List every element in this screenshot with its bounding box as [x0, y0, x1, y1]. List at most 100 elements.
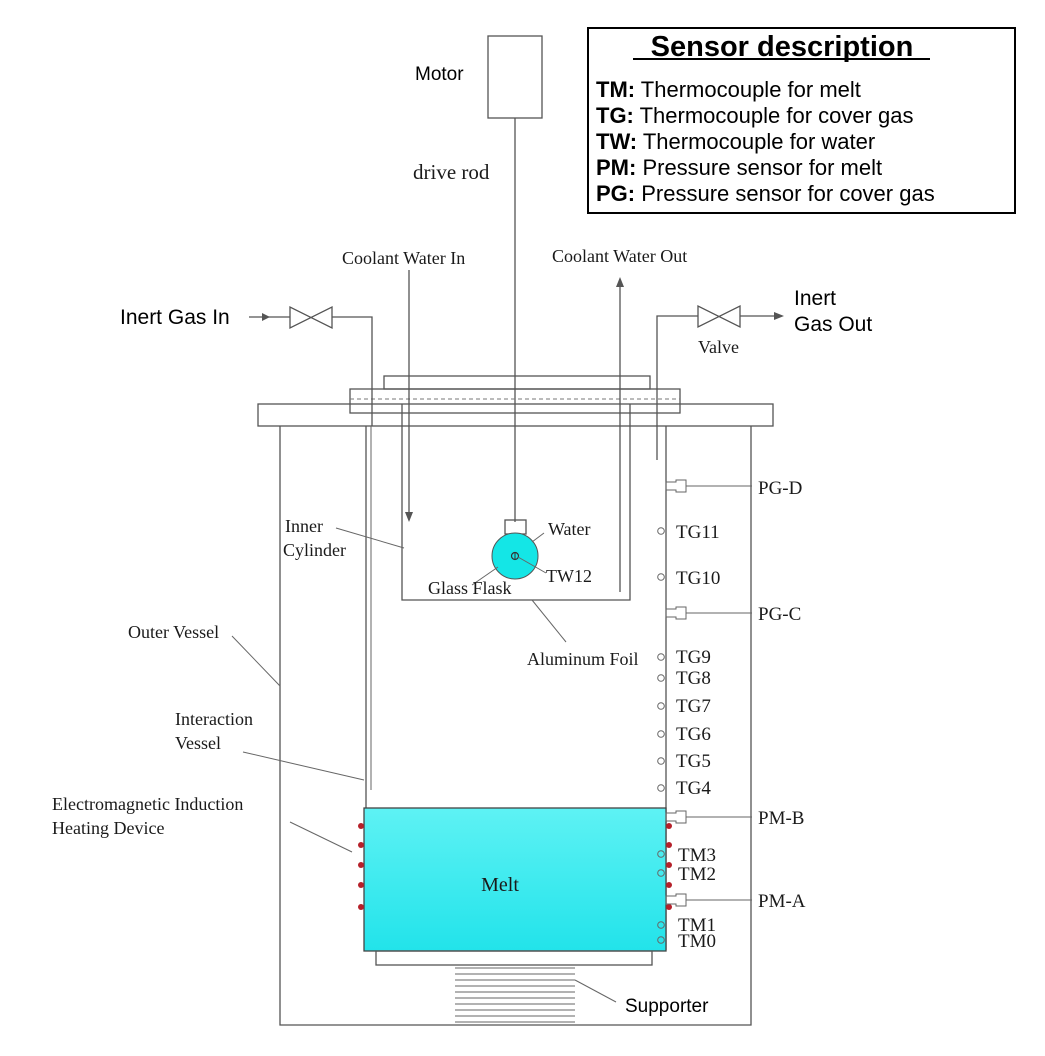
- inner-cylinder-label-line1: Inner: [285, 516, 323, 536]
- supporter-leader: [574, 979, 617, 1003]
- tg4-dot: [657, 784, 665, 792]
- pg-c-sensor: PG-C: [665, 604, 801, 625]
- motor-label: Motor: [415, 64, 464, 85]
- outer-vessel-lid: [257, 403, 774, 427]
- pg-c-sensor-icon: [665, 606, 687, 620]
- legend-item-pm: PM: Pressure sensor for melt: [596, 155, 882, 180]
- inert-gas-out-pipe: [656, 315, 698, 460]
- glass-flask-leader: [471, 566, 499, 586]
- heater-coil-dot: [666, 823, 672, 829]
- tw12-label: TW12: [546, 566, 592, 586]
- coolant-in-arrow-icon: [405, 512, 413, 522]
- tg4-label: TG4: [676, 778, 711, 799]
- heater-coil-dot: [666, 904, 672, 910]
- inner-cylinder-label-line2: Cylinder: [283, 540, 346, 560]
- water-label: Water: [548, 519, 591, 539]
- legend-item-tw: TW: Thermocouple for water: [596, 129, 875, 154]
- thermocouple-gas-sensors: TG11 TG10 TG9 TG8 TG7 TG6 TG5 TG4: [657, 522, 720, 799]
- tm2-label: TM2: [678, 864, 716, 885]
- tg8-label: TG8: [676, 668, 711, 689]
- induction-heater-coils: [358, 823, 672, 910]
- legend-item-tg: TG: Thermocouple for cover gas: [596, 103, 914, 128]
- inert-gas-in-label: Inert Gas In: [120, 306, 230, 329]
- inlet-valve-icon: [289, 305, 333, 330]
- tg5-label: TG5: [676, 751, 711, 772]
- tg10-label: TG10: [676, 568, 720, 589]
- pm-a-label: PM-A: [758, 891, 806, 912]
- coolant-water-out-label: Coolant Water Out: [552, 246, 687, 266]
- heater-coil-dot: [358, 842, 364, 848]
- heater-coil-dot: [358, 904, 364, 910]
- coolant-water-in-label: Coolant Water In: [342, 248, 465, 268]
- heater-coil-dot: [358, 862, 364, 868]
- tm1-dot: [657, 921, 665, 929]
- tm0-label: TM0: [678, 931, 716, 952]
- tm1-label: TM1: [678, 915, 716, 936]
- outlet-valve-icon: [697, 304, 741, 329]
- interaction-vessel-label-line2: Vessel: [175, 733, 221, 753]
- heater-coil-dot: [358, 882, 364, 888]
- pm-b-label: PM-B: [758, 808, 804, 829]
- tm2-dot: [657, 869, 665, 877]
- interaction-vessel-leader: [242, 751, 365, 781]
- outer-vessel: [279, 426, 752, 1026]
- tm3-dot: [657, 850, 665, 858]
- pg-c-label: PG-C: [758, 604, 801, 625]
- inert-gas-out-label-line1: Inert: [794, 287, 836, 310]
- tm3-label: TM3: [678, 845, 716, 866]
- tg10-dot: [657, 573, 665, 581]
- tg6-label: TG6: [676, 724, 711, 745]
- heater-coil-dot: [666, 882, 672, 888]
- inner-cylinder-leader: [335, 527, 405, 549]
- pg-d-sensor-icon: [665, 479, 687, 493]
- legend-title: Sensor description: [651, 31, 914, 63]
- aluminum-foil-label: Aluminum Foil: [527, 649, 639, 669]
- supporter-spring: [455, 967, 575, 1023]
- flask-neck: [504, 519, 527, 535]
- tm0-dot: [657, 936, 665, 944]
- outer-vessel-label: Outer Vessel: [128, 622, 219, 642]
- tg8-dot: [657, 674, 665, 682]
- pm-a-sensor-icon: [665, 893, 687, 907]
- pg-d-sensor: PG-D: [665, 478, 802, 499]
- heater-coil-dot: [666, 842, 672, 848]
- outer-vessel-leader: [231, 635, 281, 687]
- em-heating-label-line2: Heating Device: [52, 818, 164, 838]
- thermocouple-melt-sensors: TM3 TM2 TM1 TM0: [657, 845, 716, 952]
- glass-flask-label: Glass Flask: [428, 578, 512, 598]
- water-leader: [531, 532, 545, 543]
- coolant-out-arrow-icon: [616, 277, 624, 287]
- supporter-plate: [375, 950, 653, 966]
- legend-item-pg: PG: Pressure sensor for cover gas: [596, 181, 935, 206]
- pm-b-sensor-icon: [665, 810, 687, 824]
- melt-label: Melt: [481, 874, 519, 896]
- tg6-dot: [657, 730, 665, 738]
- pm-a-sensor: PM-A: [665, 891, 806, 912]
- heater-coil-dot: [666, 862, 672, 868]
- legend-item-tm: TM: Thermocouple for melt: [596, 77, 861, 102]
- tg5-dot: [657, 757, 665, 765]
- pm-b-sensor: PM-B: [665, 808, 804, 829]
- motor-box: [487, 35, 543, 119]
- lid-flange: [349, 388, 681, 414]
- inert-gas-out-arrow-icon: [774, 312, 784, 320]
- em-heating-leader: [289, 821, 353, 853]
- drive-rod-label: drive rod: [413, 160, 490, 184]
- inner-cylinder: [401, 404, 631, 601]
- heater-coil-dot: [358, 823, 364, 829]
- tg7-label: TG7: [676, 696, 711, 717]
- inert-gas-out-label-line2: Gas Out: [794, 313, 872, 336]
- tw12-leader: [517, 556, 547, 574]
- sensor-legend: Sensor description TM: Thermocouple for …: [587, 27, 1016, 214]
- pressure-sensors: PG-D PG-C PM-B PM-A: [665, 478, 806, 912]
- em-heating-label-line1: Electromagnetic Induction: [52, 794, 243, 814]
- pg-d-label: PG-D: [758, 478, 802, 499]
- top-cover-plate: [383, 375, 651, 390]
- tw12-sensor-dot: [510, 551, 520, 561]
- tg11-dot: [657, 527, 665, 535]
- tg7-dot: [657, 702, 665, 710]
- supporter-label: Supporter: [625, 996, 709, 1017]
- inert-gas-in-arrow-icon: [262, 313, 270, 321]
- melt-pool: [363, 807, 667, 952]
